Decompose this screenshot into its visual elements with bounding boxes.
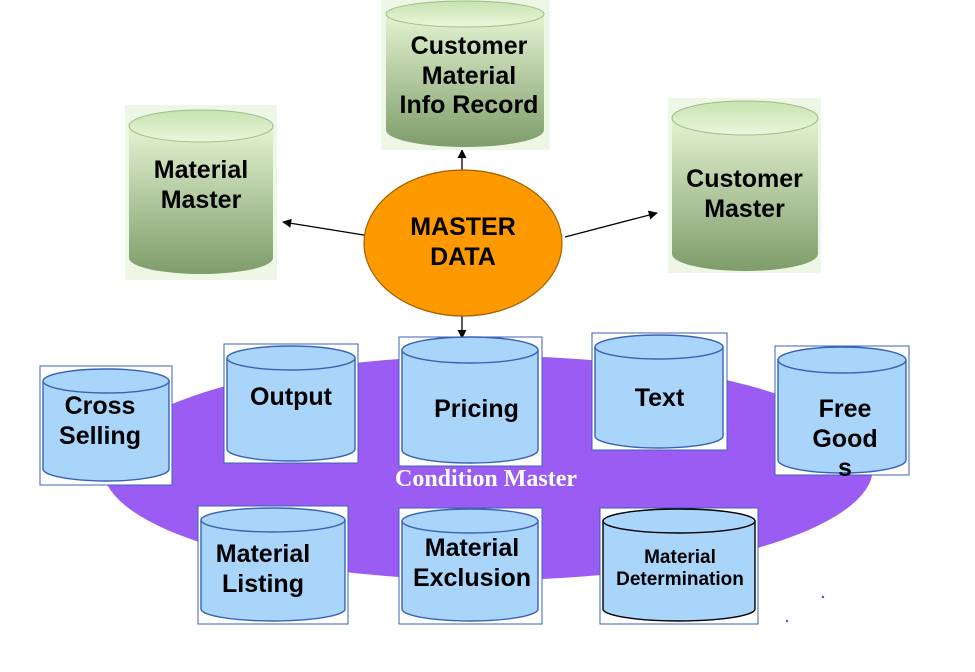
stray-dot xyxy=(785,619,789,623)
pricing-label: Pricing xyxy=(434,395,519,423)
hub-label: MASTER DATA xyxy=(410,213,516,271)
output-label: Output xyxy=(250,383,332,411)
material-master-cylinder xyxy=(125,105,277,280)
pricing-cylinder xyxy=(398,336,543,467)
material-determination-label: Material Determination xyxy=(616,547,744,591)
material-listing-label: Material Listing xyxy=(215,540,311,598)
material-listing-cylinder xyxy=(197,505,349,625)
text-cylinder xyxy=(591,332,728,451)
material-exclusion-label: Material Exclusion xyxy=(412,534,532,592)
cross-selling-label: Cross Selling xyxy=(59,392,141,450)
customer-material-info-record-cylinder xyxy=(381,0,550,150)
material-master-label: Material Master xyxy=(153,156,249,214)
text-label: Text xyxy=(634,384,685,412)
output-cylinder xyxy=(223,343,359,464)
customer-master-label: Customer Master xyxy=(686,165,803,223)
customer-material-info-record-label: Customer Material Info Record xyxy=(399,32,539,119)
stray-dot xyxy=(821,595,825,599)
free-goods-label: Free Good s xyxy=(812,395,878,482)
material-determination-cylinder xyxy=(599,507,759,625)
customer-master-cylinder xyxy=(668,98,821,273)
cross-selling-cylinder xyxy=(39,365,173,486)
free-goods-cylinder xyxy=(774,345,910,476)
material-exclusion-cylinder xyxy=(398,507,543,625)
arrow-to-material-master xyxy=(282,218,371,237)
condition-master-label: Condition Master xyxy=(395,466,577,492)
master-data-hub xyxy=(363,169,563,317)
arrow-to-customer-master xyxy=(564,210,658,238)
